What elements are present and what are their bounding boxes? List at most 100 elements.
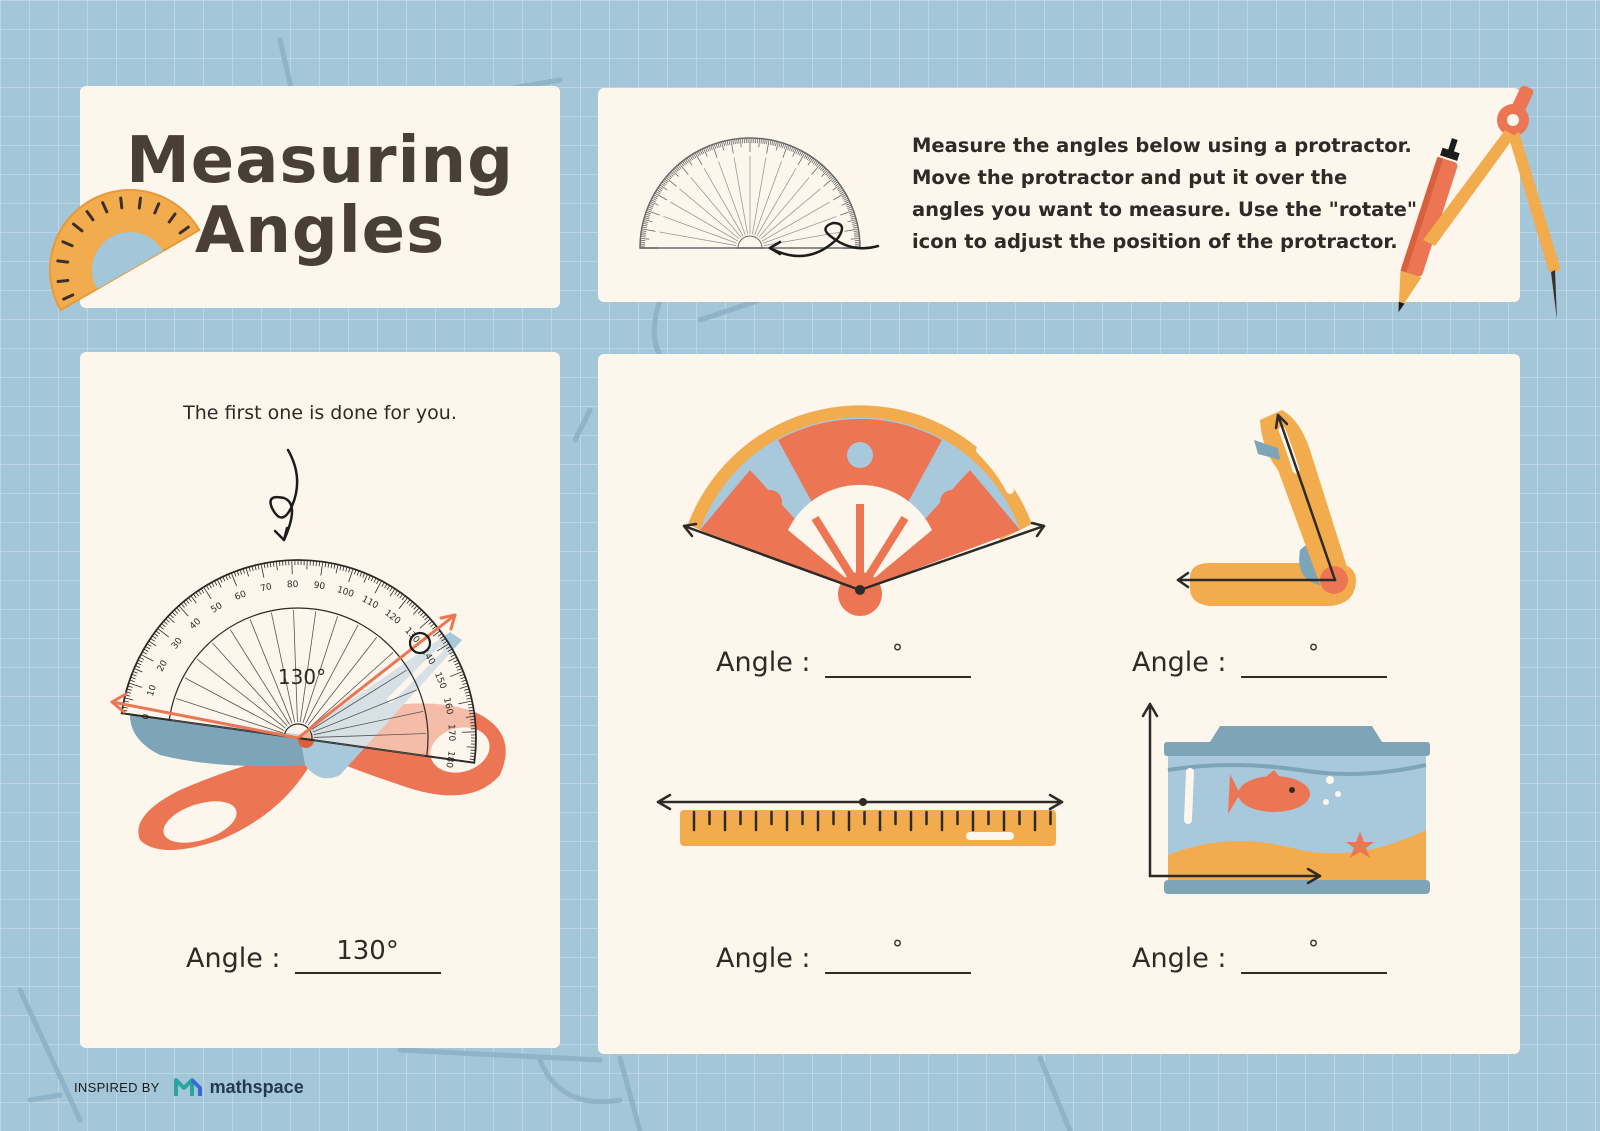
degree-symbol: ° [892, 937, 904, 962]
protractor-tick [468, 706, 474, 709]
protractor-tick [233, 571, 237, 577]
protractor-tick [850, 215, 856, 218]
protractor-tick [167, 616, 175, 624]
instruction-line: icon to adjust the position of the protr… [912, 230, 1398, 253]
protractor-tick [840, 210, 854, 216]
protractor-tick [453, 659, 459, 663]
protractor-tick [470, 725, 476, 727]
protractor-label: 90 [313, 581, 326, 593]
protractor-tick [805, 154, 809, 160]
protractor-tick [165, 618, 170, 623]
protractor-label: 20 [156, 659, 170, 674]
protractor-tick [847, 219, 857, 223]
protractor-tick [811, 158, 815, 164]
protractor-tick [667, 174, 673, 179]
protractor-tick [288, 560, 290, 566]
protractor-tick [686, 157, 693, 166]
protractor-tick [466, 697, 472, 700]
protractor-tick [228, 573, 231, 579]
protractor-ray [760, 188, 821, 240]
protractor-tick [769, 139, 772, 146]
protractor-tick [282, 560, 284, 566]
protractor-tick [266, 562, 269, 568]
protractor-reading: 130° [278, 665, 326, 689]
protractor-tick [131, 673, 137, 677]
protractor-tick [362, 572, 366, 578]
protractor-tick [315, 560, 318, 566]
protractor-tick [211, 582, 215, 587]
angle-label: Angle : [716, 943, 811, 974]
protractor-tick [812, 159, 817, 165]
protractor-tick [216, 579, 222, 588]
protractor-tick [642, 222, 648, 225]
protractor-tick [773, 140, 776, 146]
protractor-tick [839, 191, 845, 195]
protractor-tick [294, 560, 296, 566]
protractor-tick [728, 139, 731, 146]
protractor-tick [470, 743, 476, 745]
protractor-tick [470, 722, 476, 724]
protractor-tick [845, 202, 851, 206]
protractor-ray [293, 610, 298, 723]
protractor-tick [822, 168, 827, 173]
protractor-tick [401, 595, 406, 601]
protractor-tick [193, 593, 197, 599]
protractor-tick [150, 638, 155, 642]
protractor-tick [659, 184, 668, 191]
protractor-tick [762, 138, 764, 144]
protractor-ray [313, 739, 425, 757]
protractor-tick [852, 226, 859, 229]
protractor-tick [841, 194, 847, 198]
protractor-tick [641, 228, 656, 232]
protractor-tick [851, 221, 857, 223]
protractor-tick [455, 665, 461, 668]
protractor-tick [657, 187, 663, 192]
protractor-tick [470, 728, 476, 730]
protractor-ray [758, 177, 810, 238]
protractor-tick [309, 560, 311, 566]
protractor-tick [198, 590, 202, 595]
aquarium-icon [1141, 702, 1430, 894]
protractor-tick [312, 560, 314, 566]
protractor-tick [137, 659, 143, 663]
stapler-icon [1176, 410, 1356, 607]
protractor-tick [449, 670, 464, 677]
protractor-tick [703, 148, 708, 157]
protractor-tick [691, 154, 695, 160]
protractor-tick [124, 697, 134, 701]
protractor-tick [821, 167, 826, 172]
protractor-tick [652, 196, 658, 200]
protractor-tick [225, 575, 228, 581]
protractor-tick [145, 645, 150, 650]
protractor-tick [654, 192, 668, 201]
protractor-tick [641, 232, 647, 234]
stapler-answer-blank[interactable]: ° [1240, 641, 1387, 678]
example-hint: The first one is done for you. [183, 402, 457, 424]
protractor-tick [195, 591, 200, 597]
protractor-tick [459, 685, 469, 689]
protractor-tick [457, 668, 463, 671]
protractor-ray [690, 177, 742, 238]
protractor-tick [732, 139, 734, 145]
protractor-tick [719, 142, 722, 148]
protractor-tick [448, 656, 457, 662]
protractor-tick [853, 232, 859, 234]
fish-icon [1228, 770, 1310, 814]
protractor-tick [640, 238, 650, 240]
protractor-ray [703, 168, 744, 237]
protractor-ray [249, 619, 293, 724]
ruler-answer-blank[interactable]: ° [824, 937, 971, 974]
aquarium-answer-blank[interactable]: ° [1240, 937, 1387, 974]
protractor-tick [685, 158, 689, 164]
protractor-tick [677, 164, 682, 170]
protractor-tick [324, 562, 327, 568]
protractor-tick [132, 670, 138, 674]
protractor-ray [313, 710, 424, 736]
protractor-tick [389, 588, 396, 597]
fan-answer-blank[interactable]: ° [824, 641, 971, 678]
instructions-text: Measure the angles below using a protrac… [912, 130, 1417, 258]
protractor-tick [854, 236, 860, 238]
protractor-ray [176, 698, 283, 734]
protractor-tick [373, 577, 377, 583]
protractor-tick [811, 163, 822, 175]
